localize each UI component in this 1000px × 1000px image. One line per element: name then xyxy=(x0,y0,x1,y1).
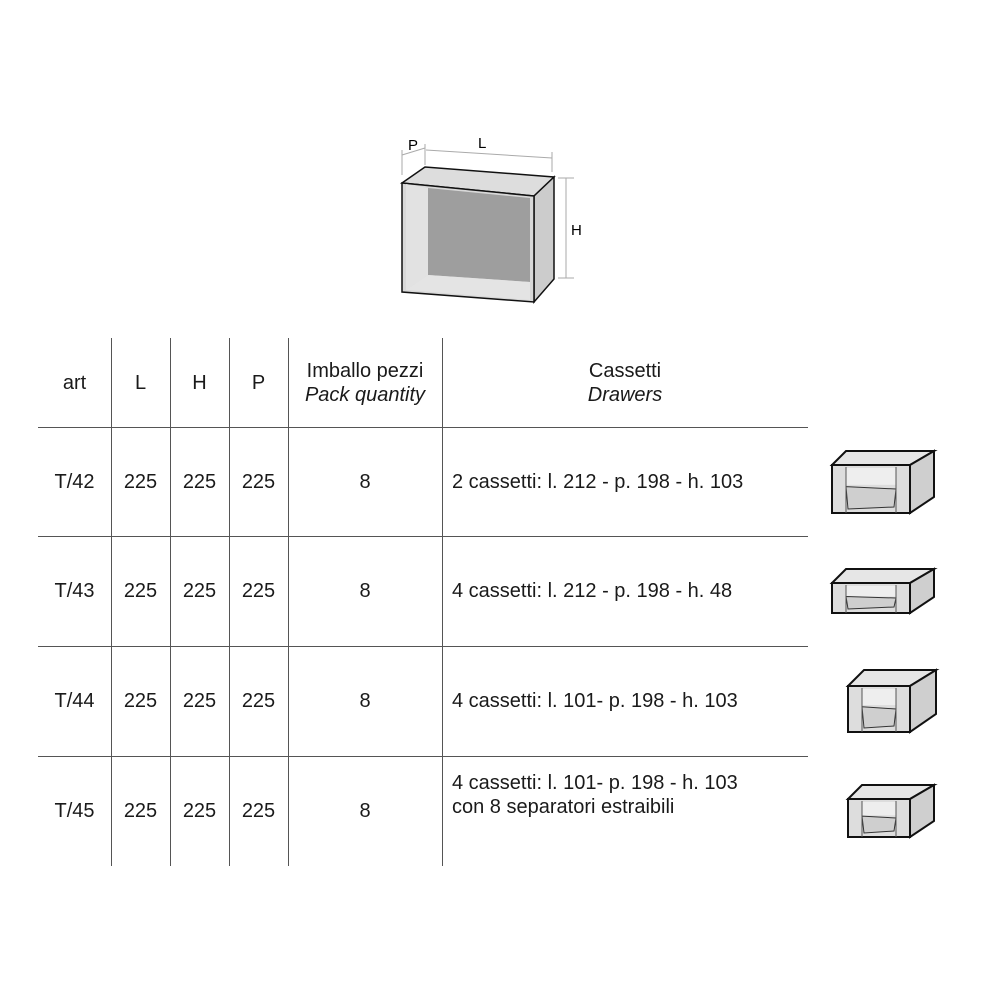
drawer-unit-image xyxy=(845,668,940,734)
pack-cell: 8 xyxy=(359,580,371,602)
h-cell: 225 xyxy=(182,800,217,822)
drawer-unit-image xyxy=(845,783,938,839)
h-cell: 225 xyxy=(182,471,217,493)
l-cell: 225 xyxy=(123,800,158,822)
l-cell: 225 xyxy=(123,580,158,602)
art-cell: T/42 xyxy=(54,471,95,493)
pack-cell: 8 xyxy=(359,471,371,493)
h-cell: 225 xyxy=(182,690,217,712)
p-cell: 225 xyxy=(241,580,276,602)
p-label: P xyxy=(408,137,418,154)
l-cell: 225 xyxy=(123,471,158,493)
pack-cell: 8 xyxy=(359,800,371,822)
art-cell: T/43 xyxy=(54,580,95,602)
h-cell: 225 xyxy=(182,580,217,602)
drawers-cell: 4 cassetti: l. 212 - p. 198 - h. 48 xyxy=(452,580,733,602)
header-l: L xyxy=(134,372,147,394)
art-cell: T/45 xyxy=(54,800,95,822)
header-p: P xyxy=(251,372,266,394)
h-label: H xyxy=(571,222,582,239)
drawer-unit-image xyxy=(829,567,938,615)
header-h: H xyxy=(192,372,207,394)
drawers-cell: 2 cassetti: l. 212 - p. 198 - h. 103 xyxy=(452,471,744,493)
p-cell: 225 xyxy=(241,690,276,712)
cube-dimension-diagram: P L H xyxy=(399,135,582,305)
p-cell: 225 xyxy=(241,471,276,493)
art-cell: T/44 xyxy=(54,690,95,712)
drawer-unit-image xyxy=(829,449,938,515)
p-cell: 225 xyxy=(241,800,276,822)
pack-cell: 8 xyxy=(359,690,371,712)
l-cell: 225 xyxy=(123,690,158,712)
drawers-cell: 4 cassetti: l. 101- p. 198 - h. 103 xyxy=(452,690,738,712)
l-label: L xyxy=(478,135,486,152)
header-art: art xyxy=(62,372,87,394)
